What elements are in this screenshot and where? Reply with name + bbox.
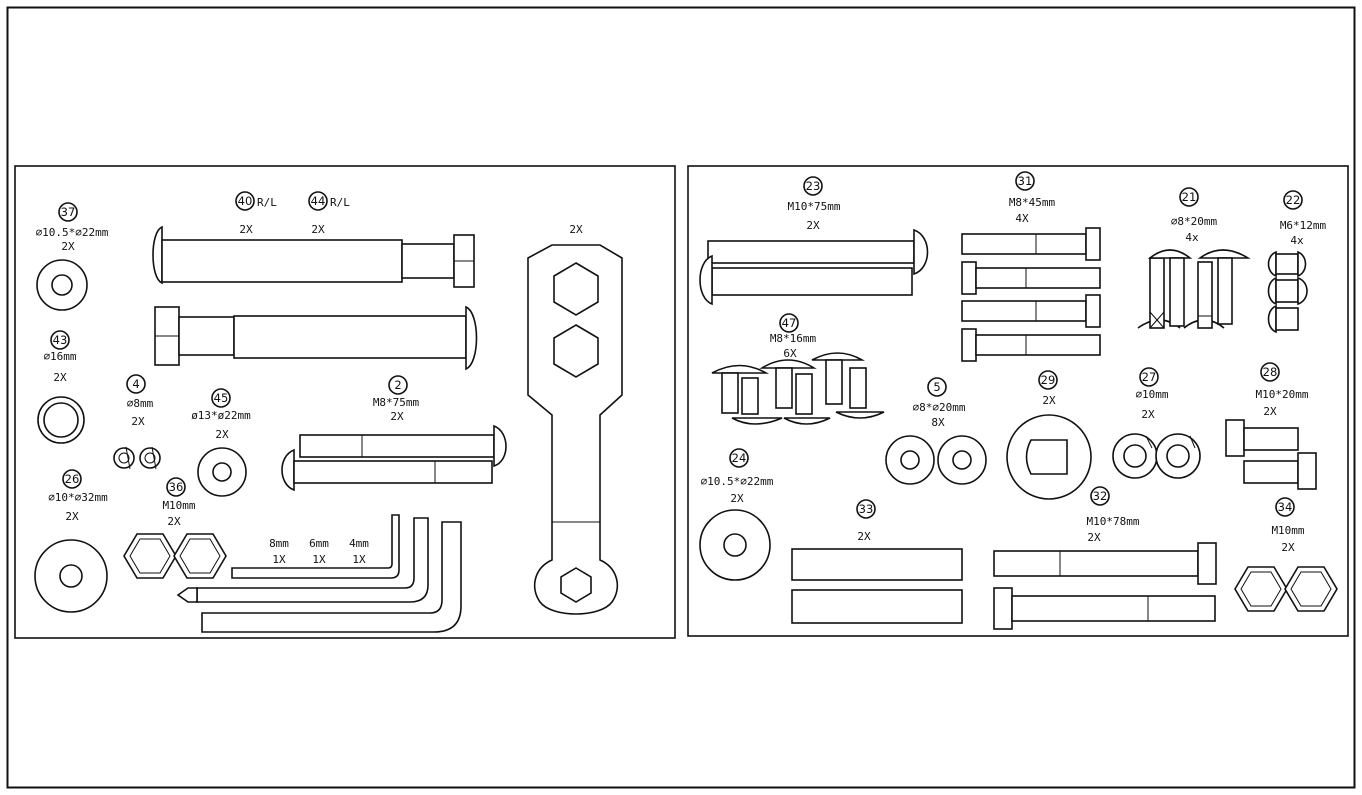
part-24-washer: 24 ⌀10.5*⌀22mm 2X xyxy=(699,448,774,581)
svg-text:44: 44 xyxy=(311,194,326,208)
part-28-bolts: 28 M10*20mm 2X xyxy=(1225,362,1317,490)
svg-text:M8*75mm: M8*75mm xyxy=(373,396,420,409)
part-32-bolts: 32 M10*78mm 2X xyxy=(993,486,1217,630)
svg-text:24: 24 xyxy=(732,451,747,465)
part-4-lock-washers: 4 ⌀8mm 2X xyxy=(113,374,161,470)
svg-text:4mm: 4mm xyxy=(349,537,369,550)
svg-text:2X: 2X xyxy=(806,219,820,232)
svg-text:22: 22 xyxy=(1286,193,1301,207)
svg-text:2: 2 xyxy=(394,378,401,392)
svg-text:34: 34 xyxy=(1278,500,1293,514)
svg-text:36: 36 xyxy=(169,480,184,494)
svg-text:2X: 2X xyxy=(1042,394,1056,407)
svg-text:31: 31 xyxy=(1018,174,1033,188)
part-40-44-axle-bolts: 40 R/L 2X 44 R/L 2X xyxy=(152,191,478,371)
svg-text:M10*20mm: M10*20mm xyxy=(1256,388,1309,401)
svg-text:ø13*ø22mm: ø13*ø22mm xyxy=(191,409,251,422)
svg-text:2X: 2X xyxy=(730,492,744,505)
left-parts-panel: 37 ⌀10.5*⌀22mm 2X 40 R/L 2X 44 R/L 2X xyxy=(14,165,676,639)
svg-text:4X: 4X xyxy=(1015,212,1029,225)
svg-text:2X: 2X xyxy=(569,223,583,236)
part-27-lock-washers: 27 ⌀10mm 2X xyxy=(1112,367,1201,479)
part-34-hex-nuts: 34 M10mm 2X xyxy=(1234,497,1338,612)
svg-text:2X: 2X xyxy=(1263,405,1277,418)
svg-text:2X: 2X xyxy=(1087,531,1101,544)
svg-text:5: 5 xyxy=(933,380,940,394)
svg-text:21: 21 xyxy=(1182,190,1197,204)
part-31-bolts: 31 M8*45mm 4X xyxy=(961,171,1101,362)
svg-text:⌀8*20mm: ⌀8*20mm xyxy=(1171,215,1218,228)
svg-text:2X: 2X xyxy=(390,410,404,423)
svg-text:M10mm: M10mm xyxy=(1271,524,1304,537)
svg-text:6X: 6X xyxy=(783,347,797,360)
svg-text:2X: 2X xyxy=(1141,408,1155,421)
part-26-large-washer: 26 ⌀10*⌀32mm 2X xyxy=(34,469,108,613)
part-21-barrel-nuts: 21 ⌀8*20mm 4x xyxy=(1137,187,1251,329)
part-22-screws: 22 M6*12mm 4x xyxy=(1267,190,1327,334)
svg-text:M10*75mm: M10*75mm xyxy=(788,200,841,213)
svg-text:⌀10mm: ⌀10mm xyxy=(1135,388,1168,401)
svg-text:⌀10.5*⌀22mm: ⌀10.5*⌀22mm xyxy=(701,475,774,488)
svg-text:M6*12mm: M6*12mm xyxy=(1280,219,1327,232)
svg-text:M10*78mm: M10*78mm xyxy=(1087,515,1140,528)
svg-text:2X: 2X xyxy=(1281,541,1295,554)
svg-text:23: 23 xyxy=(806,179,821,193)
svg-text:M10mm: M10mm xyxy=(162,499,195,512)
svg-text:43: 43 xyxy=(53,333,68,347)
svg-text:2X: 2X xyxy=(857,530,871,543)
svg-text:37: 37 xyxy=(61,205,76,219)
part-47-screws: 47 M8*16mm 6X xyxy=(711,313,885,425)
svg-text:2X: 2X xyxy=(215,428,229,441)
svg-text:4x: 4x xyxy=(1290,234,1304,247)
svg-text:2X: 2X xyxy=(311,223,325,236)
part-45-washer: 45 ø13*ø22mm 2X xyxy=(191,388,251,497)
svg-text:⌀16mm: ⌀16mm xyxy=(43,350,76,363)
right-parts-panel: 23 M10*75mm 2X 31 M8*45mm 4X xyxy=(687,165,1349,637)
svg-text:⌀10*⌀32mm: ⌀10*⌀32mm xyxy=(48,491,108,504)
part-2-bolts: 2 M8*75mm 2X xyxy=(281,375,507,492)
svg-text:2X: 2X xyxy=(61,240,75,253)
svg-text:R/L: R/L xyxy=(330,196,350,209)
part-23-bolts: 23 M10*75mm 2X xyxy=(699,176,929,306)
svg-text:2X: 2X xyxy=(167,515,181,528)
svg-text:2X: 2X xyxy=(131,415,145,428)
svg-text:32: 32 xyxy=(1093,489,1108,503)
svg-text:1X: 1X xyxy=(312,553,326,566)
svg-text:27: 27 xyxy=(1142,370,1157,384)
svg-text:2X: 2X xyxy=(239,223,253,236)
svg-text:8mm: 8mm xyxy=(269,537,289,550)
svg-text:28: 28 xyxy=(1263,365,1278,379)
svg-text:4: 4 xyxy=(132,377,139,391)
svg-text:⌀8mm: ⌀8mm xyxy=(127,397,154,410)
svg-text:47: 47 xyxy=(782,316,797,330)
part-spanner-wrench: 2X xyxy=(527,223,623,615)
svg-text:2X: 2X xyxy=(53,371,67,384)
part-43-spacer-ring: 43 ⌀16mm 2X xyxy=(37,330,85,444)
svg-text:R/L: R/L xyxy=(257,196,277,209)
svg-text:M8*45mm: M8*45mm xyxy=(1009,196,1056,209)
part-33-tubes: 33 2X xyxy=(791,499,963,624)
svg-text:26: 26 xyxy=(65,472,80,486)
part-37-washer: 37 ⌀10.5*⌀22mm 2X xyxy=(36,202,109,311)
svg-text:33: 33 xyxy=(859,502,874,516)
svg-text:⌀10.5*⌀22mm: ⌀10.5*⌀22mm xyxy=(36,226,109,239)
svg-text:45: 45 xyxy=(214,391,229,405)
part-5-washers: 5 ⌀8*⌀20mm 8X xyxy=(885,377,987,485)
allen-key-set: 8mm 1X 6mm 1X 4mm 1X xyxy=(176,514,462,633)
svg-text:40: 40 xyxy=(238,194,253,208)
part-29-d-washer: 29 2X xyxy=(1006,370,1092,500)
svg-text:4x: 4x xyxy=(1185,231,1199,244)
svg-text:2X: 2X xyxy=(65,510,79,523)
part-36-hex-nuts: 36 M10mm 2X xyxy=(123,477,227,579)
svg-text:29: 29 xyxy=(1041,373,1056,387)
svg-text:1X: 1X xyxy=(352,553,366,566)
outer-frame xyxy=(6,6,1356,789)
svg-text:⌀8*⌀20mm: ⌀8*⌀20mm xyxy=(913,401,966,414)
svg-text:M8*16mm: M8*16mm xyxy=(770,332,817,345)
svg-text:8X: 8X xyxy=(931,416,945,429)
svg-text:1X: 1X xyxy=(272,553,286,566)
svg-text:6mm: 6mm xyxy=(309,537,329,550)
